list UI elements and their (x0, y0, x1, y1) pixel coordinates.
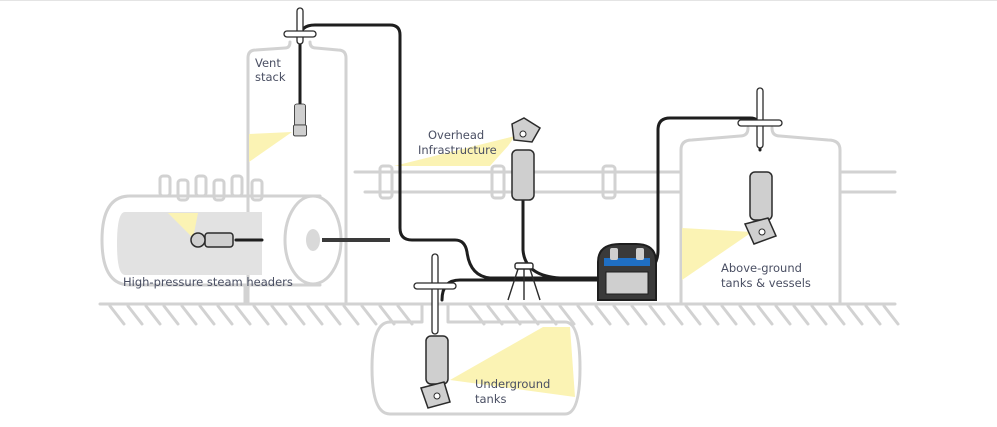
hatch-mark (288, 304, 306, 326)
hatch-mark (666, 304, 684, 326)
hatch-mark (558, 304, 576, 326)
pipe-stub (230, 174, 244, 198)
above-ground-tank-structure (679, 126, 842, 306)
vent-stack-camera-probe (292, 103, 308, 137)
tripod (507, 262, 541, 301)
pipe-stub (158, 174, 172, 198)
label-steam-headers: High-pressure steam headers (123, 275, 293, 289)
above-ground-light-beam (682, 228, 752, 280)
hatch-mark (810, 304, 828, 326)
hatch-mark (828, 304, 846, 326)
hatch-mark (198, 304, 216, 326)
hatch-mark (846, 304, 864, 326)
hatch-mark (864, 304, 882, 326)
pipe-stub (212, 178, 226, 202)
hatch-mark (576, 304, 594, 326)
label-underground-1: Underground (475, 377, 551, 391)
label-above-ground-1: Above-ground (721, 261, 802, 275)
hatch-mark (630, 304, 648, 326)
label-above-ground-2: tanks & vessels (721, 276, 811, 290)
label-overhead-1: Overhead (428, 128, 485, 142)
controller-unit (597, 243, 657, 301)
pipe-stub (176, 178, 190, 202)
underground-light-beam (450, 327, 575, 397)
underground-camera-probe (420, 335, 451, 409)
hatch-mark (882, 304, 900, 326)
hatch-mark (234, 304, 252, 326)
hatch-mark (792, 304, 810, 326)
hatch-mark (162, 304, 180, 326)
hatch-mark (756, 304, 774, 326)
top-divider (0, 0, 997, 1)
hatch-mark (180, 304, 198, 326)
hatch-mark (594, 304, 612, 326)
label-vent-stack-2: stack (255, 70, 286, 84)
overhead-camera-probe (511, 117, 542, 201)
overhead-light-beam (394, 136, 515, 166)
ground (98, 302, 900, 326)
vent-t-handle (283, 7, 317, 45)
hatch-mark (324, 304, 342, 326)
label-overhead-2: Infrastructure (418, 143, 497, 157)
hatch-mark (270, 304, 288, 326)
hatch-mark (216, 304, 234, 326)
vent-stack-light-beam (249, 132, 292, 162)
hatch-mark (342, 304, 360, 326)
label-underground-2: tanks (475, 392, 507, 406)
ground-hatching (108, 304, 900, 326)
steam-header-light-beam (168, 213, 198, 238)
hatch-mark (720, 304, 738, 326)
overhead-pipe (353, 164, 897, 200)
above-ground-camera-probe (743, 171, 778, 245)
hatch-mark (144, 304, 162, 326)
pipe-stub (194, 174, 208, 198)
hatch-mark (108, 304, 126, 326)
hatch-mark (252, 304, 270, 326)
underground-t-handle (413, 253, 457, 335)
hatch-mark (648, 304, 666, 326)
steam-header-camera-probe (190, 232, 234, 248)
hatch-mark (738, 304, 756, 326)
pipe-stub (250, 178, 264, 202)
hatch-mark (360, 304, 378, 326)
above-ground-t-handle (737, 87, 783, 149)
label-vent-stack-1: Vent (255, 56, 281, 70)
hatch-mark (306, 304, 324, 326)
vent-stack-structure (246, 40, 348, 306)
underground-tank-structure (370, 302, 582, 416)
hatch-mark (612, 304, 630, 326)
hatch-mark (126, 304, 144, 326)
hatch-mark (702, 304, 720, 326)
hatch-mark (684, 304, 702, 326)
hatch-mark (774, 304, 792, 326)
